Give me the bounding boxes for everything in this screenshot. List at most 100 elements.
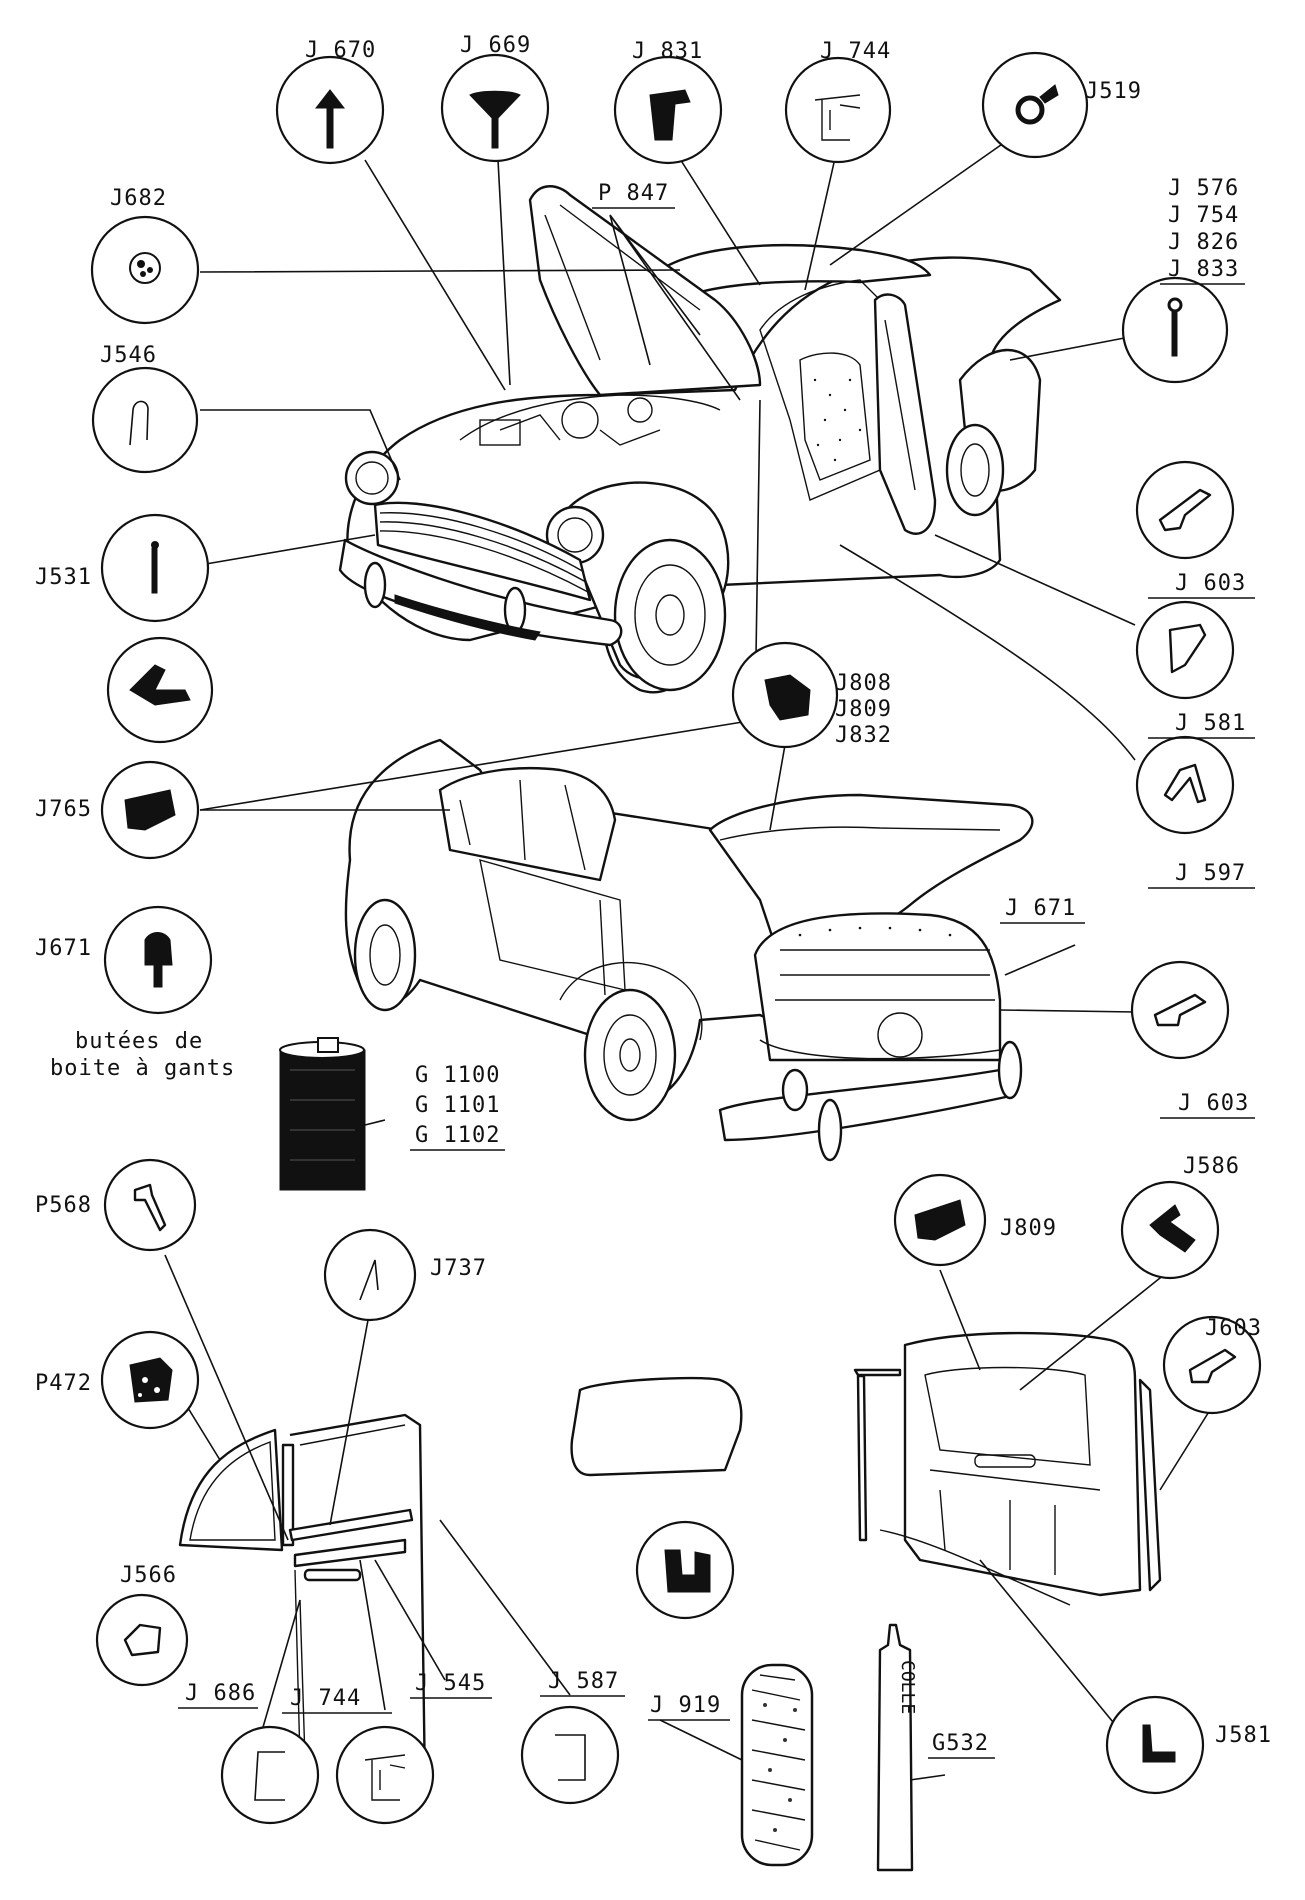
label-j833: J 833 <box>1168 257 1239 282</box>
note-glovebox-line1: butées de <box>75 1029 203 1054</box>
seal-profile-icon <box>764 674 811 721</box>
part-circle-j669 <box>440 53 550 163</box>
part-circle-j581-a <box>1135 600 1235 700</box>
part-circle-j586 <box>1120 1180 1220 1280</box>
bracket-clip-icon <box>1188 1348 1237 1384</box>
part-circle-j808 <box>731 641 839 749</box>
seal-profile-icon <box>814 94 861 141</box>
label-j587: J 587 <box>548 1669 619 1694</box>
label-j545: J 545 <box>415 1671 486 1696</box>
label-j576: J 576 <box>1168 176 1239 201</box>
corner-seal-icon <box>1168 623 1207 674</box>
part-circle-j737 <box>323 1228 417 1322</box>
label-j531: J531 <box>35 565 92 590</box>
label-j831: J 831 <box>632 39 703 64</box>
label-j737: J737 <box>430 1256 487 1281</box>
part-circle-p568 <box>103 1158 197 1252</box>
adhesive-can <box>279 1037 366 1191</box>
glue-tube-text: COLLE <box>897 1660 918 1714</box>
label-j670: J 670 <box>305 38 376 63</box>
foam-block-icon <box>129 1357 173 1403</box>
part-circle-j682 <box>90 215 200 325</box>
rear-window-seal <box>570 1376 743 1477</box>
part-circle-j581-b <box>1105 1695 1205 1795</box>
label-j765: J765 <box>35 797 92 822</box>
seal-profile-icon <box>124 789 176 831</box>
label-j686: J 686 <box>185 1681 256 1706</box>
part-circle-unlabeled-bottom <box>635 1520 735 1620</box>
label-p847: P 847 <box>598 181 669 206</box>
label-p472: P472 <box>35 1371 92 1396</box>
front-door-seal-assembly <box>178 1413 427 1802</box>
label-j603-b: J 603 <box>1178 1091 1249 1116</box>
part-circle-unlabeled-front <box>106 636 214 744</box>
label-j671-b: J 671 <box>1005 896 1076 921</box>
pin-clip-icon <box>1167 297 1183 357</box>
glovebox-stop-icon <box>144 932 173 988</box>
part-circle-j603-c <box>1162 1315 1262 1415</box>
label-j603-c: J603 <box>1205 1316 1262 1341</box>
label-j546: J546 <box>100 343 157 368</box>
label-j832: J832 <box>835 723 892 748</box>
label-g532: G532 <box>932 1731 989 1756</box>
label-j754: J 754 <box>1168 203 1239 228</box>
seal-profile-icon <box>129 664 191 706</box>
label-j669: J 669 <box>460 33 531 58</box>
arrow-clip-icon <box>1149 1204 1196 1253</box>
label-j603-a: J 603 <box>1175 571 1246 596</box>
clip-cone-icon <box>314 89 346 149</box>
grommet-funnel-icon <box>469 90 521 149</box>
label-g1102: G 1102 <box>415 1123 500 1148</box>
label-j519: J519 <box>1085 79 1142 104</box>
note-glovebox-line2: boite à gants <box>50 1056 235 1081</box>
part-circle-j546 <box>91 366 199 474</box>
bracket-clip-icon <box>1158 488 1212 532</box>
foam-pad-icon <box>123 1623 162 1657</box>
part-circle-j597 <box>1135 735 1235 835</box>
seal-profile-icon <box>649 89 691 141</box>
label-j566: J566 <box>120 1563 177 1588</box>
part-circle-j809-b <box>893 1173 987 1267</box>
part-circle-j576 <box>1121 276 1229 384</box>
leader-lines <box>164 139 1211 1781</box>
part-circle-j531 <box>100 513 210 623</box>
labels: J 670 J 669 J 831 J 744 J519 J682 P 847 … <box>35 33 1272 1759</box>
part-circle-j519 <box>981 51 1089 159</box>
seal-profile-icon <box>914 1199 966 1241</box>
part-circle-j744-bottom <box>335 1725 435 1825</box>
corner-seal-icon <box>1142 1724 1176 1763</box>
part-circle-j765 <box>100 760 200 860</box>
hook-seal-icon <box>1163 763 1207 804</box>
label-p568: P568 <box>35 1193 92 1218</box>
sealing-strip-roll <box>740 1663 814 1867</box>
label-j597: J 597 <box>1175 861 1246 886</box>
angle-clip-icon <box>359 1259 379 1301</box>
part-circle-j686 <box>220 1725 320 1825</box>
rod-clip-icon <box>133 1183 167 1232</box>
rear-car-illustration <box>344 738 1034 1162</box>
bracket-clip-icon <box>1153 993 1207 1027</box>
bracket-channel-icon <box>555 1734 586 1781</box>
label-j581-b: J581 <box>1215 1723 1272 1748</box>
c-channel-icon <box>254 1751 285 1801</box>
label-j671-a: J671 <box>35 936 92 961</box>
hook-clip-icon <box>129 400 149 446</box>
rear-door-panel <box>853 1331 1162 1606</box>
part-circle-j566 <box>95 1593 189 1687</box>
label-j808: J808 <box>835 671 892 696</box>
label-g1101: G 1101 <box>415 1093 500 1118</box>
label-j809-a: J809 <box>835 697 892 722</box>
part-circle-p472 <box>100 1330 200 1430</box>
label-j744-top: J 744 <box>820 39 891 64</box>
label-j682: J682 <box>110 186 167 211</box>
label-j586: J586 <box>1183 1154 1240 1179</box>
ring-clip-icon <box>1015 84 1059 125</box>
seal-profile-icon <box>364 1754 406 1801</box>
pin-clip-icon <box>151 541 159 594</box>
part-circle-j670 <box>275 55 385 165</box>
part-circle-j603-b <box>1130 960 1230 1060</box>
grommet-round-icon <box>129 252 161 284</box>
glue-tube: COLLE <box>876 1623 918 1872</box>
